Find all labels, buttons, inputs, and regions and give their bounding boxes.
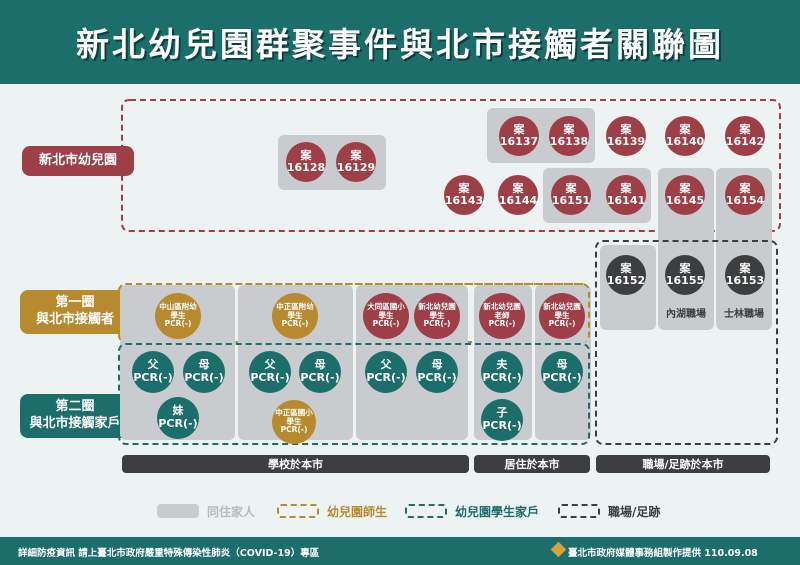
first-circle-label: 第一圈 與北市接觸者 (20, 290, 130, 334)
contact-zhongzheng-elementary: 中正區國小 學生 PCR(-) (272, 400, 316, 444)
legend-student-household-label: 幼兒園學生家戶 (455, 505, 540, 519)
bar-residence-in-city: 居住於本市 (474, 455, 590, 473)
footer-right-text: 臺北市政府媒體事務組製作提供 110.09.08 (568, 548, 758, 559)
contact-datong-student: 大同區國小 學生 PCR(-) (363, 293, 409, 339)
second-circle-boundary (118, 343, 590, 445)
contact-ntp-student: 新北幼兒園 學生 PCR(-) (414, 293, 460, 339)
taipei-logo-icon (550, 541, 567, 558)
legend-gold-swatch (277, 504, 319, 518)
legend-teal-swatch (405, 504, 447, 518)
first-circle-boundary-inner (118, 283, 590, 343)
legend-workplace-label: 職場/足跡 (608, 505, 661, 519)
footer: 詳細防疫資訊 請上臺北市政府嚴重特殊傳染性肺炎（COVID-19）專區 臺北市政… (0, 537, 800, 565)
legend-household-label: 同住家人 (207, 505, 256, 519)
workplace-shilin: 士林職場 (724, 309, 764, 320)
contact-ntp-student-2: 新北幼兒園 學生 PCR(-) (539, 293, 585, 339)
workplace-boundary (595, 240, 778, 445)
legend-kindergarten-label: 幼兒園師生 (327, 505, 388, 519)
legend-gray-swatch (157, 504, 199, 518)
bar-workplace-in-city: 職場/足跡於本市 (596, 455, 770, 473)
kindergarten-label: 新北市幼兒園 (22, 146, 134, 176)
header-wave (0, 70, 800, 84)
legend-dark-swatch (558, 504, 600, 518)
contact-zhongshan-student: 中山區附幼 學生 PCR(-) (155, 293, 201, 339)
second-circle-label: 第二圈 與北市接觸家戶 (20, 394, 130, 438)
contact-zhongzheng-student: 中正區附幼 學生 PCR(-) (272, 293, 318, 339)
bar-school-in-city: 學校於本市 (122, 455, 469, 473)
footer-left-text: 詳細防疫資訊 請上臺北市政府嚴重特殊傳染性肺炎（COVID-19）專區 (18, 548, 320, 559)
page-title: 新北幼兒園群聚事件與北市接觸者關聯圖 (76, 25, 724, 64)
workplace-neihu: 內湖職場 (666, 309, 706, 320)
contact-ntp-teacher: 新北幼兒園 老師 PCR(-) (479, 293, 525, 339)
